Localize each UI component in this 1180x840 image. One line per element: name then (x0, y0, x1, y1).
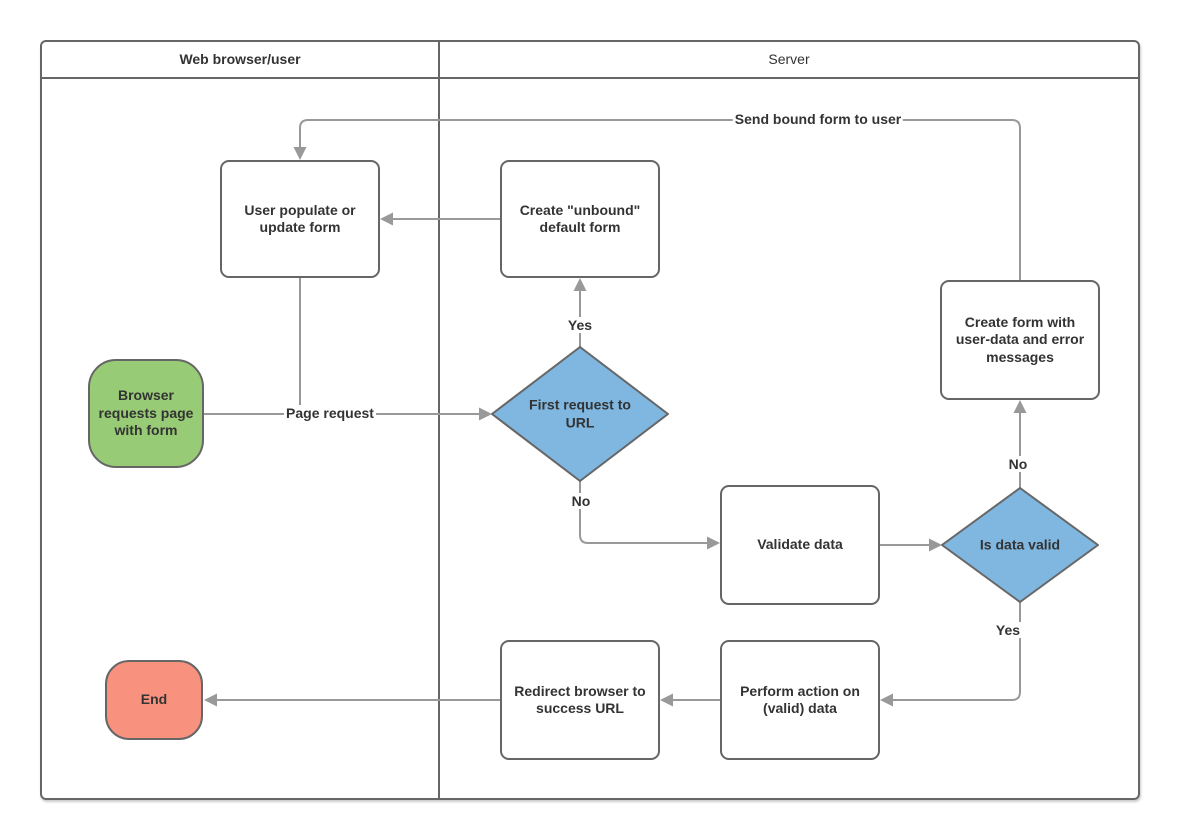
arrowhead-into-end (204, 693, 217, 707)
is-data-valid-decision-shape (941, 487, 1099, 603)
arrowhead-into-create-unbound (573, 278, 587, 291)
edge-label-yes-data-valid: Yes (993, 622, 1023, 638)
edge-label-page-request: Page request (284, 405, 376, 421)
first-request-decision-shape (491, 346, 669, 482)
validate-data-node: Validate data (720, 485, 880, 605)
redirect-browser-node: Redirect browser to success URL (500, 640, 660, 760)
edge-is-valid-yes (893, 602, 1021, 701)
arrowhead-into-first-request (479, 407, 492, 421)
edge-send-bound-form (299, 119, 1021, 280)
end-node: End (105, 660, 203, 740)
arrowhead-into-perform-action (880, 693, 893, 707)
lane-title-server: Server (768, 51, 810, 67)
create-form-node: Create form with user-data and error mes… (940, 280, 1100, 400)
create-unbound-node: Create "unbound" default form (500, 160, 660, 278)
swimlane-pool (40, 40, 1140, 800)
arrowhead-into-create-form (1013, 400, 1027, 413)
is-data-valid-decision-label: Is data valid (979, 536, 1061, 553)
lane-divider (438, 40, 440, 800)
edge-label-yes-first-request: Yes (565, 317, 595, 333)
first-request-decision-label: First request to URL (529, 396, 631, 431)
arrowhead-into-validate-data (707, 536, 720, 550)
edge-label-no-data-valid: No (1006, 456, 1030, 472)
lane-title-web-browser: Web browser/user (179, 51, 301, 67)
arrowhead-into-redirect (660, 693, 673, 707)
start-node: Browser requests page with form (88, 359, 204, 468)
edge-label-send-bound-form: Send bound form to user (732, 111, 904, 127)
lane-header-divider (40, 77, 1140, 79)
arrowhead-into-user-populate-right (380, 212, 393, 226)
edge-label-no-first-request: No (569, 493, 593, 509)
perform-action-node: Perform action on (valid) data (720, 640, 880, 760)
edge-first-request-no (579, 481, 707, 544)
arrowhead-into-is-data-valid (929, 538, 942, 552)
arrowhead-into-user-populate-top (293, 147, 307, 160)
user-populate-node: User populate or update form (220, 160, 380, 278)
